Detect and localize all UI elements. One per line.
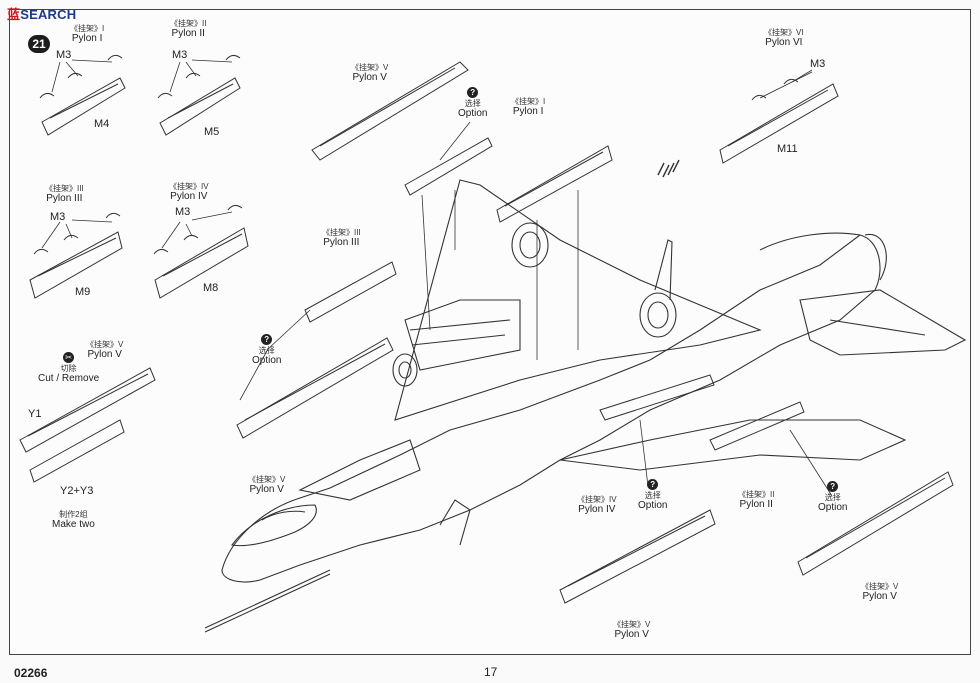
option-icon: ? — [827, 481, 839, 492]
part-y2-y3: Y2+Y3 — [60, 485, 94, 497]
pylon-parts — [19, 61, 954, 604]
aircraft-outline — [204, 179, 967, 633]
part-m3: M3 — [56, 49, 72, 61]
option-icon: ? — [467, 87, 479, 98]
leader-lines — [41, 59, 833, 497]
step-number-badge: 21 — [28, 35, 50, 53]
option-icon: ? — [261, 334, 273, 345]
direction-marks — [657, 159, 680, 178]
part-m3: M3 — [810, 58, 826, 70]
scissors-icon: ✂ — [63, 352, 75, 363]
part-m8: M8 — [203, 282, 219, 294]
part-m11: M11 — [777, 143, 798, 155]
part-m3: M3 — [172, 49, 188, 61]
catalog-number: 02266 — [14, 666, 48, 680]
page-number: 17 — [484, 665, 498, 679]
part-m9: M9 — [75, 286, 91, 298]
part-m4: M4 — [94, 118, 110, 130]
part-m3: M3 — [50, 211, 66, 223]
brand-watermark: 蓝SEARCH — [7, 7, 77, 22]
hook-parts — [33, 54, 799, 255]
part-m5: M5 — [204, 126, 220, 138]
part-y1: Y1 — [28, 408, 42, 420]
option-icon: ? — [647, 479, 659, 490]
part-m3: M3 — [175, 206, 191, 218]
